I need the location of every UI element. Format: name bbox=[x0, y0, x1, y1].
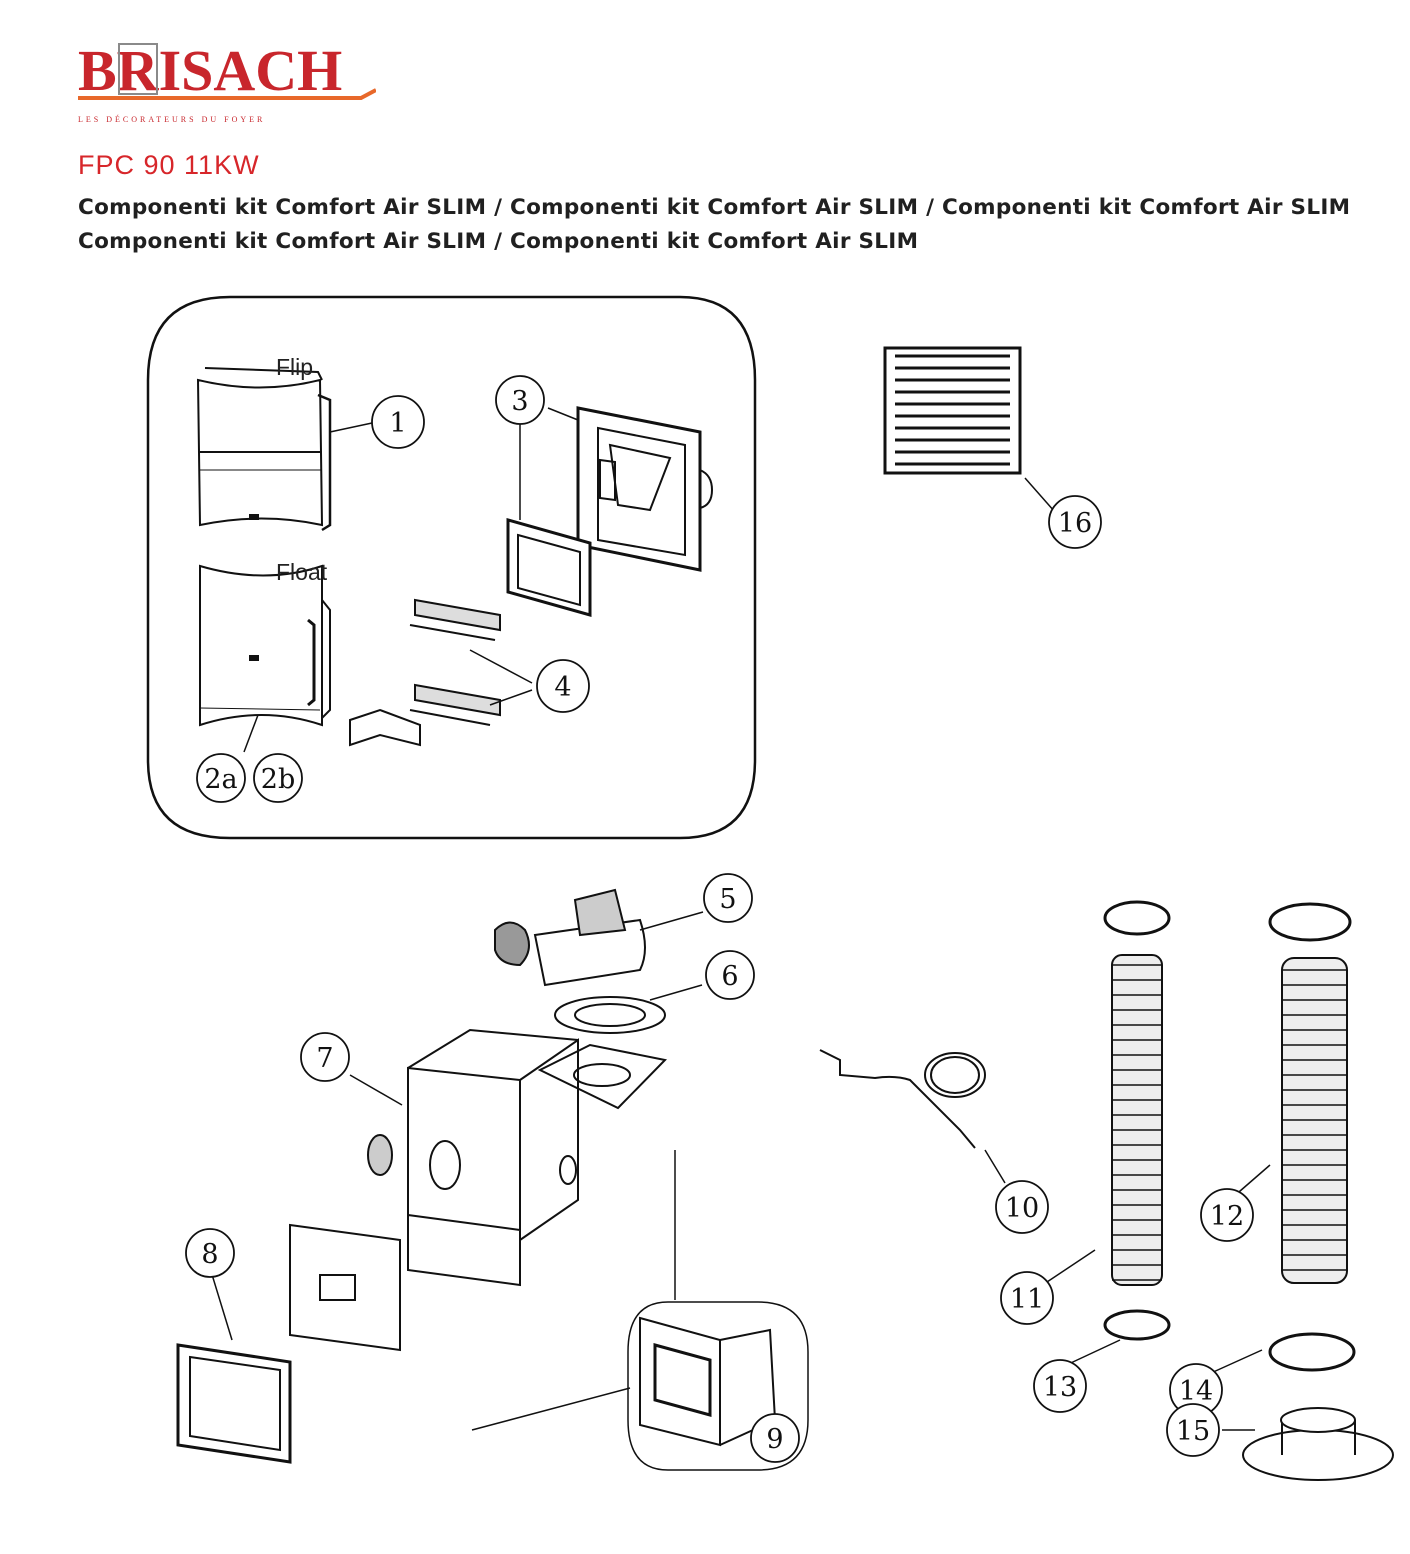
hinge-bracket-set bbox=[349, 598, 501, 747]
hose-clamp-small bbox=[1103, 1309, 1171, 1341]
callout-10: 10 bbox=[995, 1180, 1049, 1234]
svg-text:10: 10 bbox=[1005, 1193, 1039, 1224]
svg-text:9: 9 bbox=[766, 1424, 783, 1455]
svg-text:7: 7 bbox=[316, 1043, 333, 1074]
float-grille-panel bbox=[199, 564, 331, 727]
svg-text:12: 12 bbox=[1210, 1201, 1244, 1232]
hose-clamp-top-left bbox=[1103, 900, 1171, 936]
callout-5: 5 bbox=[703, 873, 753, 923]
logo-wordmark: BRISACH bbox=[78, 38, 342, 103]
svg-text:15: 15 bbox=[1176, 1416, 1210, 1447]
hose-clamp-large bbox=[1268, 1332, 1356, 1372]
svg-text:6: 6 bbox=[721, 961, 738, 992]
assembled-box-group-frame bbox=[627, 1301, 809, 1471]
logo-r-box bbox=[118, 43, 158, 95]
distribution-box bbox=[367, 1028, 579, 1287]
svg-text:2a: 2a bbox=[204, 764, 237, 795]
callout-2b: 2b bbox=[253, 753, 303, 803]
float-label: Float bbox=[276, 559, 328, 585]
svg-text:16: 16 bbox=[1058, 508, 1092, 539]
subtitle-line-1: Componenti kit Comfort Air SLIM / Compon… bbox=[78, 195, 1351, 220]
callout-9: 9 bbox=[750, 1413, 800, 1463]
callout-2a: 2a bbox=[196, 753, 246, 803]
callout-4: 4 bbox=[536, 659, 590, 713]
inner-mount-plate bbox=[506, 518, 592, 617]
louvered-wall-grille bbox=[883, 346, 1022, 475]
svg-text:13: 13 bbox=[1043, 1372, 1077, 1403]
svg-text:4: 4 bbox=[554, 672, 571, 703]
svg-text:1: 1 bbox=[389, 408, 406, 439]
subtitle-line-2: Componenti kit Comfort Air SLIM / Compon… bbox=[78, 229, 919, 254]
svg-text:3: 3 bbox=[511, 386, 528, 417]
logo-underline bbox=[78, 88, 376, 100]
callout-6: 6 bbox=[705, 950, 755, 1000]
duct-spigot-collar bbox=[1242, 1407, 1394, 1481]
leader-lines bbox=[209, 407, 1271, 1431]
logo-tagline: LES DÉCORATEURS DU FOYER bbox=[78, 114, 265, 124]
svg-text:5: 5 bbox=[719, 884, 736, 915]
callout-12: 12 bbox=[1200, 1188, 1254, 1242]
centrifugal-fan bbox=[494, 888, 646, 987]
brisach-logo: BRISACH LES DÉCORATEURS DU FOYER bbox=[78, 38, 376, 124]
flexible-duct-right bbox=[1281, 957, 1348, 1284]
fan-gasket bbox=[554, 996, 666, 1034]
callout-3: 3 bbox=[495, 375, 545, 425]
callout-16: 16 bbox=[1048, 495, 1102, 549]
assembled-box bbox=[639, 1316, 777, 1447]
wall-mount-frame bbox=[576, 406, 714, 572]
callout-15: 15 bbox=[1166, 1403, 1220, 1457]
callout-7: 7 bbox=[300, 1032, 350, 1082]
grille-kit-group-frame bbox=[146, 295, 757, 840]
hose-clamp-top-right bbox=[1268, 902, 1352, 942]
callout-13: 13 bbox=[1033, 1359, 1087, 1413]
svg-text:11: 11 bbox=[1010, 1284, 1044, 1315]
svg-text:14: 14 bbox=[1179, 1376, 1213, 1407]
fan-mount-plate bbox=[537, 1043, 668, 1110]
callout-14: 14 bbox=[1169, 1363, 1223, 1417]
svg-text:8: 8 bbox=[201, 1239, 218, 1270]
model-title: FPC 90 11KW bbox=[78, 150, 260, 180]
flip-grille-panel bbox=[196, 367, 332, 532]
flip-label: Flip bbox=[276, 354, 313, 380]
callouts: 1 3 4 2a 2b 16 5 6 7 8 9 10 11 12 13 14 … bbox=[185, 375, 1254, 1463]
svg-text:2b: 2b bbox=[261, 764, 295, 795]
flexible-duct-left bbox=[1111, 954, 1163, 1286]
front-frame bbox=[176, 1223, 401, 1464]
callout-8: 8 bbox=[185, 1228, 235, 1278]
callout-11: 11 bbox=[1000, 1271, 1054, 1325]
callout-1: 1 bbox=[371, 395, 425, 449]
temperature-sensor-cable bbox=[819, 1049, 986, 1149]
